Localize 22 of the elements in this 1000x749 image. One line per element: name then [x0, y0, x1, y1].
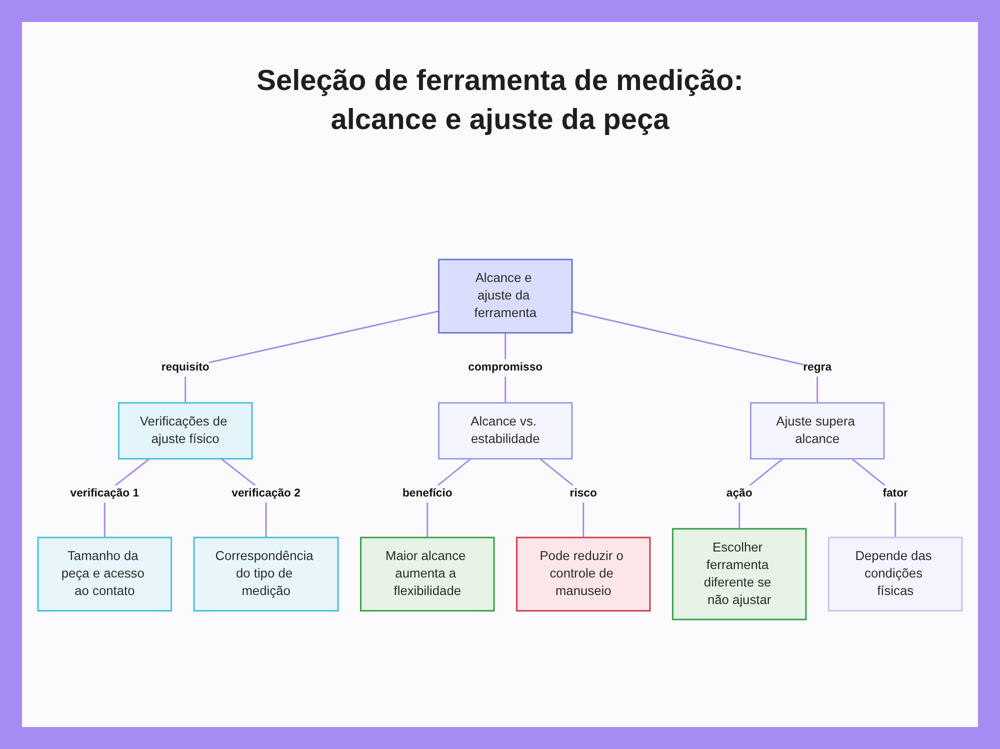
node-box: Verificações de ajuste físico: [118, 402, 253, 460]
node-box: Pode reduzir o controle de manuseio: [516, 536, 651, 612]
node-box: Ajuste supera alcance: [750, 402, 885, 460]
node-box: Escolher ferramenta diferente se não ajustar: [672, 528, 807, 620]
edge-label: verificação 1: [70, 486, 140, 500]
node-box: Maior alcance aumenta a flexibilidade: [360, 536, 495, 612]
edge-label: regra: [803, 360, 832, 374]
node-box: Correspondência do tipo de medição: [193, 536, 339, 612]
diagram-title: Seleção de ferramenta de medição: alcance e ajuste da peça: [256, 64, 744, 138]
edge-label: benefício: [402, 486, 452, 500]
edge-label: compromisso: [468, 360, 543, 374]
edge-label: ação: [726, 486, 752, 500]
connector: [572, 310, 818, 403]
node-box: Tamanho da peça e acesso ao contato: [37, 536, 172, 612]
edge-label: risco: [570, 486, 597, 500]
edge-label: verificação 2: [232, 486, 300, 500]
node-box: Alcance e ajuste da ferramenta: [438, 258, 573, 334]
connector: [184, 310, 439, 403]
node-box: Depende das condições físicas: [828, 536, 963, 612]
edge-label: requisito: [161, 360, 210, 374]
node-box: Alcance vs. estabilidade: [438, 402, 573, 460]
edge-label: fator: [882, 486, 908, 500]
